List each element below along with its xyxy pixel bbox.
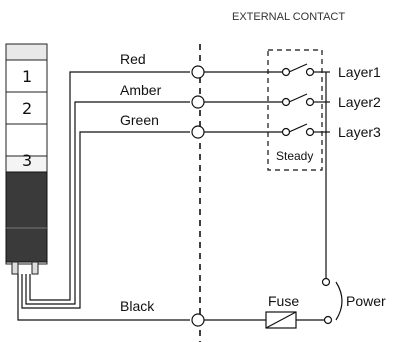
black-wire — [17, 274, 190, 321]
contact-3-right — [305, 127, 315, 137]
header-label: EXTERNAL CONTACT — [232, 11, 345, 23]
power-switch — [321, 277, 343, 325]
contact-1-blade — [288, 63, 308, 73]
contact-2-blade — [288, 93, 308, 103]
terminal-red — [191, 65, 205, 79]
terminal-green — [191, 125, 205, 139]
amber-wire — [25, 101, 190, 305]
layer2-label: Layer2 — [338, 94, 381, 110]
terminal-amber — [191, 95, 205, 109]
fuse-label: Fuse — [268, 293, 299, 309]
contact-lines — [204, 71, 325, 321]
power-contact-top — [321, 277, 331, 287]
black-wire-label: Black — [120, 298, 155, 314]
tower-cap — [5, 43, 48, 61]
tower-foot-left — [11, 261, 19, 275]
fuse-element — [265, 311, 297, 329]
fuse — [265, 311, 297, 329]
layer3-label: Layer3 — [338, 124, 381, 140]
tower-layer-1-number: 1 — [22, 67, 32, 86]
amber-wire-label: Amber — [120, 82, 162, 98]
signal-tower — [5, 43, 48, 275]
tower-layer-3-number: 3 — [22, 151, 32, 170]
wires — [17, 71, 190, 321]
contact-1-right — [305, 67, 315, 77]
green-wire — [21, 131, 190, 309]
tower-foot-right — [31, 261, 39, 275]
external-contact-box — [267, 49, 323, 171]
contact-1-left — [281, 67, 291, 77]
terminal-black — [191, 313, 205, 327]
red-wire-label: Red — [120, 51, 146, 67]
switch-contacts — [281, 63, 315, 137]
tower-layer-1 — [5, 59, 48, 93]
tower-base — [5, 171, 48, 263]
tower-layer-3 — [5, 123, 48, 157]
contact-3-blade — [288, 123, 308, 133]
red-wire — [29, 71, 190, 301]
terminals — [191, 65, 205, 327]
power-bracket — [335, 281, 343, 321]
common-bus — [314, 71, 330, 278]
layer1-label: Layer1 — [338, 64, 381, 80]
power-label: Power — [346, 293, 386, 309]
green-wire-label: Green — [120, 112, 159, 128]
steady-label: Steady — [276, 149, 313, 163]
tower-layer-2 — [5, 91, 48, 125]
tower-layer-2-number: 2 — [22, 99, 32, 118]
power-contact-bottom — [323, 315, 333, 325]
contact-2-left — [281, 97, 291, 107]
contact-3-left — [281, 127, 291, 137]
contact-2-right — [305, 97, 315, 107]
